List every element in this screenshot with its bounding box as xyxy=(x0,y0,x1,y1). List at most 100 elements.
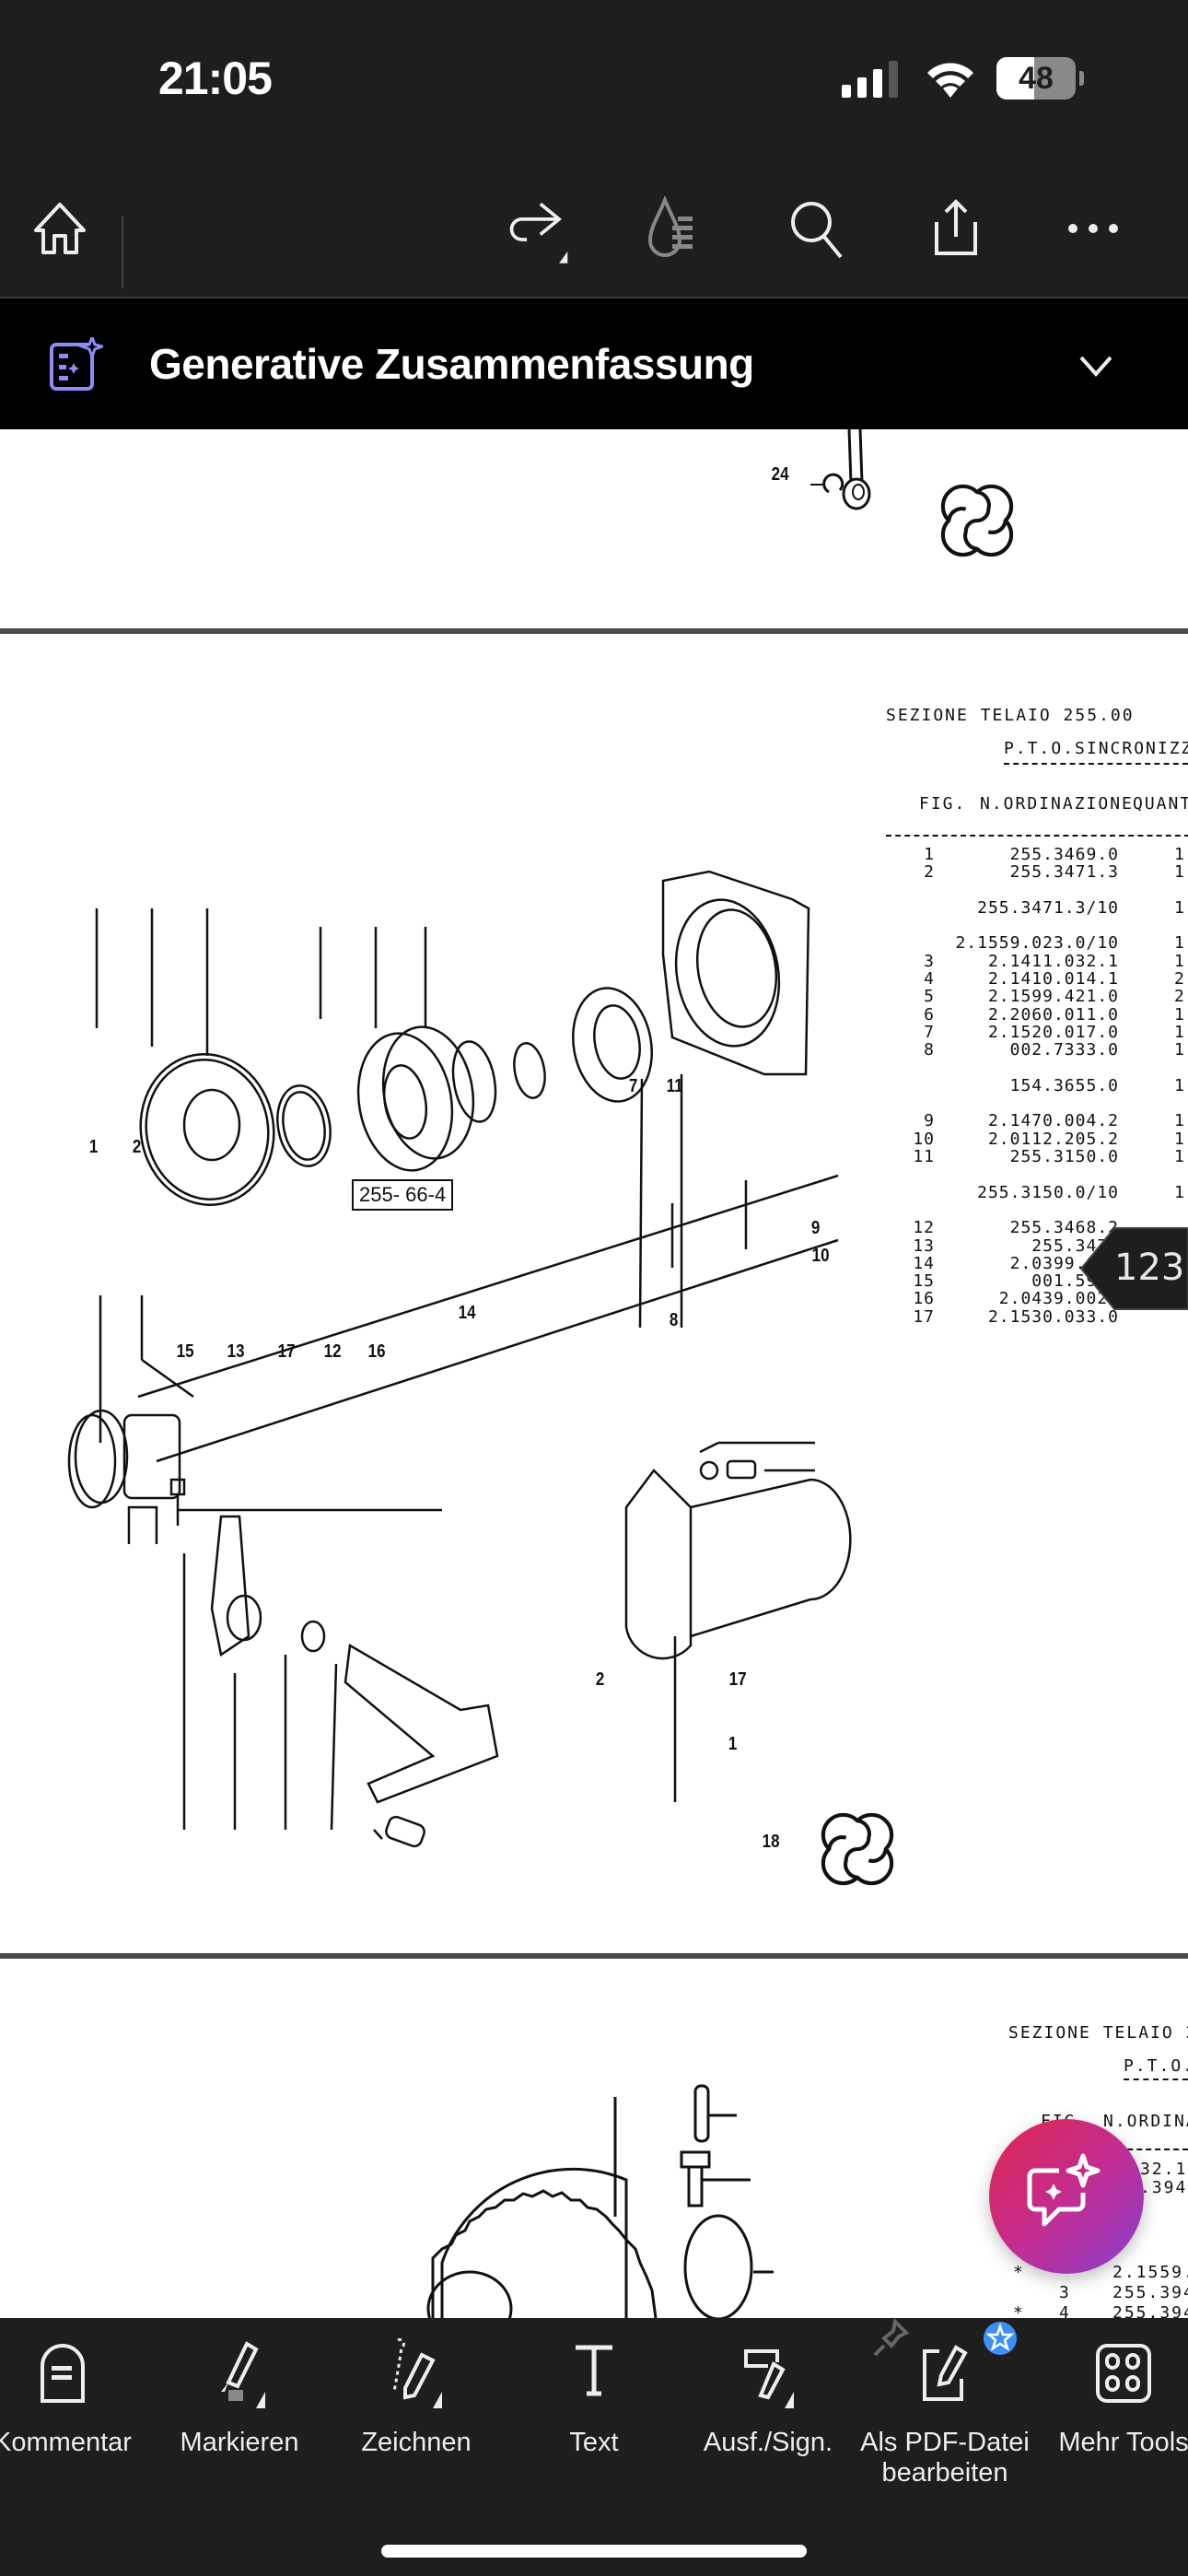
read-aloud-icon xyxy=(647,196,693,257)
part-quantity: 1 xyxy=(1174,933,1185,954)
part-order-number: 255.3469.0 xyxy=(1009,845,1119,864)
part-fig-number: 8 xyxy=(924,1040,935,1060)
part-fig-number: 9 xyxy=(924,1111,935,1131)
summary-sparkle-icon xyxy=(50,337,103,391)
chevron-down-icon[interactable] xyxy=(1074,343,1118,387)
tool-label-line2: bearbeiten xyxy=(881,2458,1008,2488)
generative-summary-title: Generative Zusammenfassung xyxy=(149,340,754,388)
tool-fill-sign[interactable]: Ausf./Sign. xyxy=(676,2336,860,2458)
part-order-number: 2.1599.421.0 xyxy=(987,987,1119,1007)
part-fig-number: 4 xyxy=(924,969,935,989)
part-quantity: 1 xyxy=(1174,1022,1185,1042)
callout-label: 24 xyxy=(771,464,789,485)
wifi-icon xyxy=(927,63,973,98)
pdf-document-view[interactable]: 24 SEZIONE TELAIO 255.00 P.T.O.SINCRONIZ… xyxy=(0,429,1188,2318)
column-order-number: N.ORDINAZIONE xyxy=(980,794,1134,814)
part-fig-number: 5 xyxy=(924,987,935,1007)
part-order-number: 255.3150.0/10 xyxy=(977,1182,1119,1202)
callout-label: 15 xyxy=(176,1341,194,1362)
part-order-number: 255.3468.2 xyxy=(1009,1218,1119,1238)
battery-indicator: 48 xyxy=(996,57,1087,100)
row-gap xyxy=(889,882,1119,899)
row-gap xyxy=(889,1201,1119,1219)
home-button[interactable] xyxy=(28,196,92,261)
part-quantity: 1 xyxy=(1174,1075,1185,1095)
page-separator xyxy=(0,628,1188,634)
callout-label: 11 xyxy=(666,1076,683,1096)
fill-sign-icon xyxy=(744,2349,794,2408)
part-order-number: 2.1411.032.1 xyxy=(987,951,1119,971)
callout-label: 2 xyxy=(595,1669,605,1690)
partial-order-value: .394 xyxy=(1140,2178,1188,2197)
comment-icon xyxy=(41,2343,85,2403)
partial-order-value: 32.10 xyxy=(1140,2160,1188,2179)
gear-drawing xyxy=(426,2084,774,2318)
callout-label: 16 xyxy=(367,1341,386,1362)
part-quantity: 1 xyxy=(1174,897,1185,918)
part-order-number: 255.3471.3/10 xyxy=(977,897,1119,918)
tool-edit-pdf[interactable]: Als PDF-Datei bearbeiten xyxy=(853,2318,1037,2488)
battery-percent: 48 xyxy=(1019,61,1054,96)
search-button[interactable] xyxy=(786,196,850,261)
tool-more-tools[interactable]: Mehr Tools xyxy=(1031,2336,1188,2458)
part-order-number: 255.3150.0 xyxy=(1009,1147,1119,1167)
part-fig-number: 4 xyxy=(1059,2303,1071,2318)
callout-label: 7 xyxy=(628,1076,638,1096)
tool-label: Markieren xyxy=(180,2428,299,2457)
part-quantity: 1 xyxy=(1174,1129,1185,1149)
tool-draw[interactable]: Zeichnen xyxy=(324,2336,508,2458)
part-order-number: 255.3471.3 xyxy=(1009,862,1119,883)
tool-text[interactable]: Text xyxy=(502,2336,686,2458)
top-toolbar xyxy=(0,161,1188,299)
ai-assistant-button[interactable] xyxy=(989,2119,1144,2274)
part-order-number: 2.1559.023.0/10 xyxy=(955,933,1119,954)
parts-row: 255.3471.3/10 1 xyxy=(889,897,1184,918)
home-indicator[interactable] xyxy=(381,2545,807,2558)
part-order-number: 2.1530.033.0 xyxy=(987,1306,1119,1327)
callout-label: 14 xyxy=(458,1303,476,1323)
part-fig-number: 3 xyxy=(1059,2283,1071,2302)
more-tools-icon xyxy=(1096,2344,1151,2403)
read-aloud-button[interactable] xyxy=(645,196,709,261)
tool-label: Mehr Tools xyxy=(1058,2428,1188,2457)
page-separator xyxy=(0,1953,1188,1959)
callout-label: 10 xyxy=(811,1246,830,1266)
share-button[interactable] xyxy=(507,196,571,263)
tool-comment[interactable]: Kommentar xyxy=(0,2336,155,2458)
tool-highlight[interactable]: Markieren xyxy=(147,2336,332,2458)
callout-label: 18 xyxy=(762,1832,780,1852)
callout-label: 1 xyxy=(88,1137,99,1157)
part-fig-number: 14 xyxy=(913,1253,935,1273)
part-fig-number: 6 xyxy=(924,1004,935,1025)
generative-summary-bar[interactable]: Generative Zusammenfassung xyxy=(0,299,1188,429)
part-quantity: 1 xyxy=(1174,862,1185,883)
more-options-button[interactable] xyxy=(1061,196,1125,261)
callout-label: 17 xyxy=(277,1341,296,1362)
export-icon xyxy=(935,199,977,255)
part-fig-number: 12 xyxy=(913,1218,935,1238)
subtitle-underline xyxy=(1004,763,1188,765)
tool-label: Ausf./Sign. xyxy=(703,2428,833,2457)
export-button[interactable] xyxy=(924,196,988,261)
part-order-number: 2.1520.017.0 xyxy=(987,1022,1119,1042)
part-fig-number: 13 xyxy=(913,1235,935,1256)
draw-icon xyxy=(392,2338,442,2408)
callout-label: 9 xyxy=(810,1218,821,1238)
part-order-number: 2.0439.002. xyxy=(998,1289,1119,1309)
more-icon xyxy=(1068,224,1118,233)
page-number[interactable]: 123 xyxy=(1114,1247,1185,1289)
row-marker: * xyxy=(1013,2263,1025,2282)
header-rule xyxy=(886,835,1188,837)
part-fig-number: 16 xyxy=(913,1289,935,1309)
part-order-number: 2.2060.011.0 xyxy=(987,1004,1119,1025)
